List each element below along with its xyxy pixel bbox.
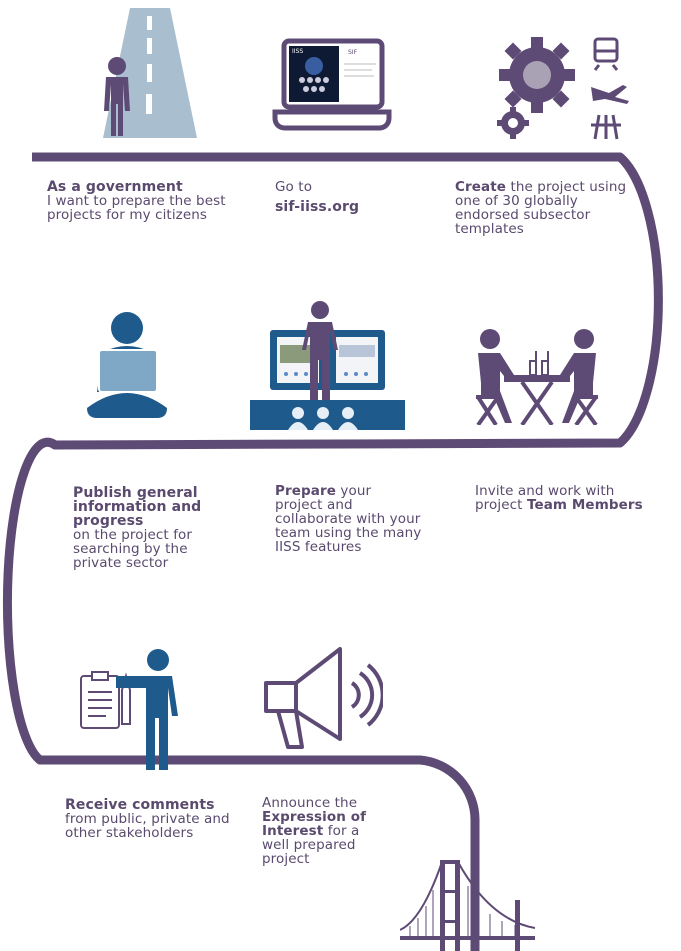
step-create-text: the project using one of 30 globally end… bbox=[455, 179, 627, 237]
step-comments-text: from public, private and other stakehold… bbox=[65, 811, 230, 841]
step-announce-label: Announce the bbox=[262, 795, 358, 811]
laptop-logo: IISS bbox=[292, 48, 303, 55]
step-invite-label: Invite and work with bbox=[475, 483, 615, 499]
team-meeting-icon bbox=[476, 329, 598, 425]
step-goto-label: Go to bbox=[275, 179, 313, 195]
presenter-icon bbox=[250, 301, 405, 430]
road-icon bbox=[103, 8, 197, 138]
step-prepare: Prepare your project and collaborate wit… bbox=[275, 484, 425, 554]
gear-transport-icon bbox=[497, 37, 629, 140]
step-prepare-text-1: your bbox=[336, 483, 372, 499]
step-announce-text-1: for a bbox=[323, 823, 360, 839]
site-link[interactable]: sif-iiss.org bbox=[275, 199, 360, 215]
step-prepare-text-2: project and collaborate with your team u… bbox=[275, 497, 422, 555]
step-announce-text-2: well prepared project bbox=[262, 837, 356, 867]
bridge-icon bbox=[400, 860, 535, 951]
laptop-brand: SIF bbox=[348, 49, 358, 56]
person-laptop-icon bbox=[87, 312, 167, 418]
step-announce-title: Expression of Interest bbox=[262, 809, 367, 839]
step-government-title: As a government bbox=[47, 179, 183, 195]
step-publish-title: Publish general information and progress bbox=[73, 485, 202, 529]
step-create: Create the project using one of 30 globa… bbox=[455, 180, 645, 236]
step-comments: Receive comments from public, private an… bbox=[65, 798, 235, 840]
step-comments-title: Receive comments bbox=[65, 797, 215, 813]
step-publish-text: on the project for searching by the priv… bbox=[73, 527, 193, 571]
step-publish: Publish general information and progress… bbox=[73, 486, 228, 570]
step-create-title: Create bbox=[455, 179, 507, 195]
step-invite-title: Team Members bbox=[526, 497, 643, 513]
clipboard-person-icon bbox=[80, 649, 178, 770]
megaphone-icon bbox=[264, 647, 383, 749]
step-goto: Go to sif-iiss.org bbox=[275, 180, 435, 214]
step-prepare-title: Prepare bbox=[275, 483, 336, 499]
step-invite: Invite and work with project Team Member… bbox=[475, 484, 681, 512]
step-government-text: I want to prepare the best projects for … bbox=[47, 193, 226, 223]
step-invite-label-2: project bbox=[475, 497, 527, 513]
step-government: As a government I want to prepare the be… bbox=[47, 180, 227, 222]
laptop-icon: IISS SIF bbox=[272, 38, 392, 131]
step-announce: Announce the Expression of Interest for … bbox=[262, 796, 392, 866]
